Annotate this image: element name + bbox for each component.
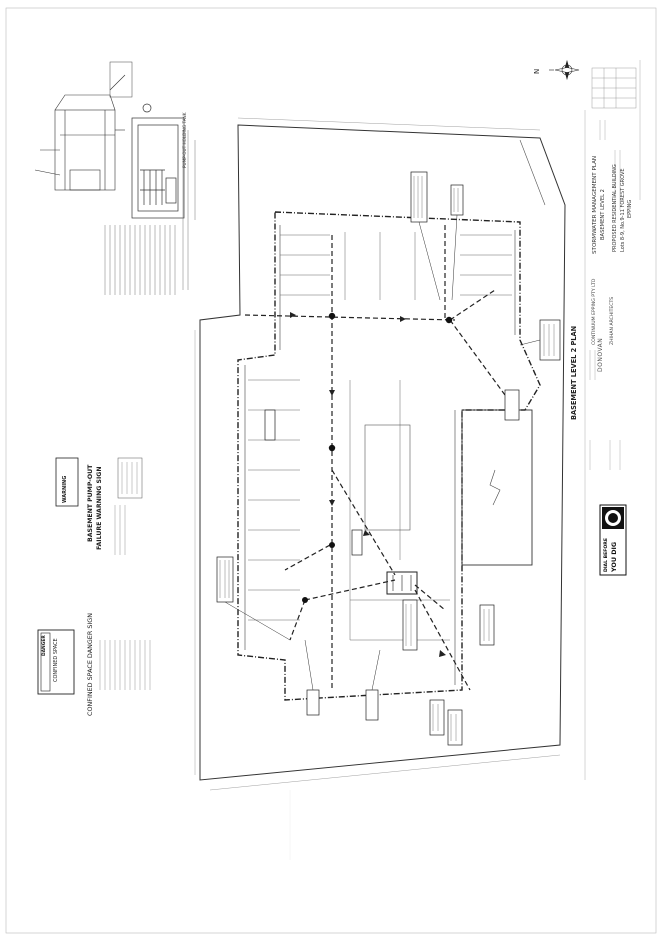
danger-sign-title: CONFINED SPACE DANGER SIGN [86, 613, 94, 716]
warning-heading: WARNING [62, 475, 68, 503]
flow-arrows [290, 312, 446, 657]
sheet-border [5, 7, 657, 934]
revision-table [591, 67, 637, 109]
dial-before-you-dig-logo [599, 504, 627, 576]
danger-heading: DANGER [42, 635, 47, 656]
warning-sign-box [55, 457, 79, 507]
warning-sign-detail [117, 457, 143, 499]
warning-title-1: BASEMENT PUMP-OUT [87, 464, 94, 542]
plan-title: BASEMENT LEVEL 2 PLAN [570, 325, 578, 420]
danger-sign-box [37, 629, 75, 695]
property-boundary [199, 124, 566, 781]
consultant-name: DONOVAN [597, 337, 604, 372]
parking-bays-lower [248, 379, 450, 641]
stormwater-pits [302, 312, 453, 603]
pump-tank-plan-detail [131, 103, 185, 219]
north-label: N [533, 68, 541, 74]
callout-boxes [216, 171, 561, 746]
basement-outline [237, 211, 541, 701]
dbyd-line2: YOU DIG [610, 541, 618, 572]
central-core [364, 424, 411, 531]
warning-title-2: FAILURE WARNING SIGN [96, 466, 103, 550]
north-arrow-icon [549, 59, 580, 81]
danger-body: CONFINED SPACE [53, 638, 59, 682]
pump-tank-title: PUMP-OUT HOLDING TANK [182, 112, 187, 168]
project-suburb: EPPING [627, 199, 633, 218]
pump-out-pit [386, 571, 418, 595]
drawing-subtitle: BASEMENT LEVEL 2 [600, 189, 606, 240]
pump-tank-section-detail [34, 74, 126, 191]
stormwater-pipes [244, 225, 506, 691]
notes-text-lines [104, 130, 196, 295]
ramp-area [461, 409, 533, 566]
client-name: CONTINUUM EPPING PTY LTD [592, 278, 597, 345]
drawing-title: STORMWATER MANAGEMENT PLAN [592, 155, 598, 254]
parking-bays-upper [280, 232, 512, 300]
architect-name: ZHIHAN ARCHITECTS [610, 296, 615, 345]
project-name: PROPOSED RESIDENTIAL BUILDING [612, 164, 618, 252]
project-address: Lots 8-9, No.9-11 FOREST GROVE [620, 168, 626, 252]
dbyd-line1: DIAL BEFORE [604, 538, 609, 572]
